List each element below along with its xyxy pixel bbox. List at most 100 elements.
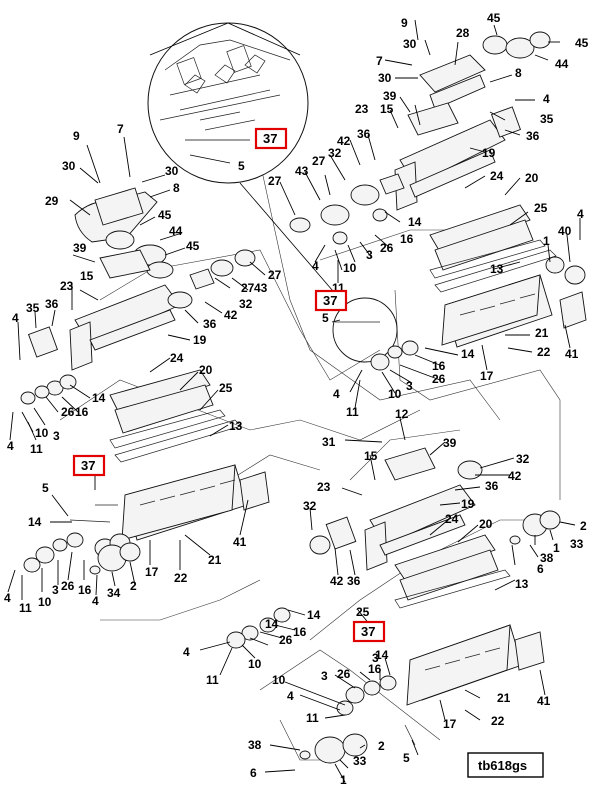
callout-label: 16 bbox=[432, 359, 446, 373]
callout-label: 3 bbox=[52, 583, 59, 597]
callout-label: 42 bbox=[337, 134, 351, 148]
detail-origin-circle bbox=[332, 297, 398, 363]
callout-label: 9 bbox=[73, 129, 80, 143]
callout-label: 33 bbox=[570, 537, 584, 551]
assembly-mid-right bbox=[309, 447, 561, 609]
callout-label: 11 bbox=[306, 711, 319, 725]
callout-label: 36 bbox=[485, 479, 499, 493]
callout-labels: 5 9 7 30 30 8 29 45 44 45 27 43 27 32 42… bbox=[4, 11, 589, 787]
callout-label: 20 bbox=[525, 171, 539, 185]
callout-label: 15 bbox=[380, 102, 394, 116]
callout-leaders bbox=[7, 19, 581, 783]
callout-label: 10 bbox=[388, 387, 402, 401]
callout-label: 36 bbox=[357, 127, 371, 141]
callout-label: 32 bbox=[303, 499, 317, 513]
callout-label: 8 bbox=[173, 181, 180, 195]
callout-label: 1 bbox=[543, 234, 550, 248]
assembly-top-left bbox=[20, 187, 270, 573]
highlight-boxes-part-37: 37 37 37 37 bbox=[72, 127, 386, 643]
highlight-label: 37 bbox=[81, 458, 95, 473]
callout-label: 21 bbox=[497, 691, 511, 705]
callout-label: 26 bbox=[61, 405, 75, 419]
callout-label: 14 bbox=[307, 608, 321, 622]
callout-label: 2 bbox=[130, 579, 137, 593]
callout-label: 4 bbox=[577, 207, 584, 221]
highlight-box bbox=[72, 454, 106, 477]
callout-label: 27 bbox=[312, 154, 326, 168]
callout-label: 17 bbox=[145, 565, 159, 579]
callout-label: 21 bbox=[208, 553, 222, 567]
callout-label: 24 bbox=[170, 351, 184, 365]
callout-label: 20 bbox=[479, 517, 493, 531]
callout-label: 16 bbox=[368, 662, 382, 676]
callout-label: 4 bbox=[312, 259, 319, 273]
callout-label: 6 bbox=[537, 562, 544, 576]
highlight-box bbox=[254, 127, 288, 150]
callout-label: 23 bbox=[355, 102, 369, 116]
callout-label: 10 bbox=[343, 261, 357, 275]
callout-label: 3 bbox=[53, 429, 60, 443]
callout-label: 13 bbox=[229, 419, 243, 433]
callout-label: 22 bbox=[537, 345, 551, 359]
callout-label: 36 bbox=[203, 317, 217, 331]
callout-label: 32 bbox=[328, 146, 342, 160]
callout-label: 11 bbox=[19, 601, 32, 615]
callout-label: 45 bbox=[575, 36, 589, 50]
callout-label: 14 bbox=[92, 391, 106, 405]
callout-label: 41 bbox=[565, 347, 579, 361]
callout-label: 9 bbox=[401, 16, 408, 30]
callout-label: 11 bbox=[346, 405, 359, 419]
callout-label: 27 bbox=[241, 281, 255, 295]
callout-label: 3 bbox=[406, 379, 413, 393]
callout-label: 5 bbox=[42, 481, 49, 495]
callout-label: 4 bbox=[12, 311, 19, 325]
callout-label: 36 bbox=[45, 297, 59, 311]
callout-label: 36 bbox=[526, 129, 540, 143]
callout-label: 3 bbox=[366, 248, 373, 262]
callout-label: 38 bbox=[540, 551, 554, 565]
callout-label: 10 bbox=[272, 673, 286, 687]
callout-label: 16 bbox=[75, 405, 89, 419]
callout-label: 45 bbox=[158, 208, 172, 222]
callout-label: 44 bbox=[555, 57, 569, 71]
callout-label: 38 bbox=[248, 738, 262, 752]
callout-label: 24 bbox=[445, 512, 459, 526]
callout-label: 28 bbox=[456, 26, 470, 40]
callout-label: 41 bbox=[537, 694, 551, 708]
callout-label: 10 bbox=[38, 595, 52, 609]
callout-label: 6 bbox=[250, 766, 257, 780]
callout-label: 2 bbox=[580, 519, 587, 533]
callout-label: 10 bbox=[248, 657, 262, 671]
callout-label: 44 bbox=[169, 224, 183, 238]
detail-pointer-line bbox=[239, 182, 346, 306]
callout-label: 45 bbox=[487, 11, 501, 25]
callout-label: 17 bbox=[443, 717, 457, 731]
callout-label: 43 bbox=[254, 281, 268, 295]
figure-reference-text: tb618gs bbox=[478, 758, 527, 773]
highlight-box bbox=[352, 620, 386, 643]
callout-label: 33 bbox=[353, 754, 367, 768]
callout-label: 13 bbox=[515, 577, 529, 591]
callout-label: 4 bbox=[4, 591, 11, 605]
callout-label: 30 bbox=[403, 37, 417, 51]
callout-label: 14 bbox=[461, 347, 475, 361]
callout-label: 4 bbox=[92, 594, 99, 608]
callout-label: 29 bbox=[45, 194, 59, 208]
callout-label: 14 bbox=[408, 215, 422, 229]
callout-label: 26 bbox=[432, 372, 446, 386]
callout-label: 7 bbox=[376, 54, 383, 68]
callout-label: 19 bbox=[461, 497, 475, 511]
highlight-label: 37 bbox=[263, 131, 277, 146]
callout-label: 4 bbox=[7, 439, 14, 453]
callout-label: 15 bbox=[80, 269, 94, 283]
callout-label: 24 bbox=[490, 169, 504, 183]
callout-label: 32 bbox=[239, 297, 253, 311]
callout-label: 30 bbox=[165, 164, 179, 178]
callout-label: 14 bbox=[375, 648, 389, 662]
callout-label: 26 bbox=[380, 241, 394, 255]
callout-label: 15 bbox=[364, 449, 378, 463]
callout-label: 1 bbox=[340, 773, 347, 787]
callout-label: 30 bbox=[62, 159, 76, 173]
callout-label: 3 bbox=[372, 651, 379, 665]
